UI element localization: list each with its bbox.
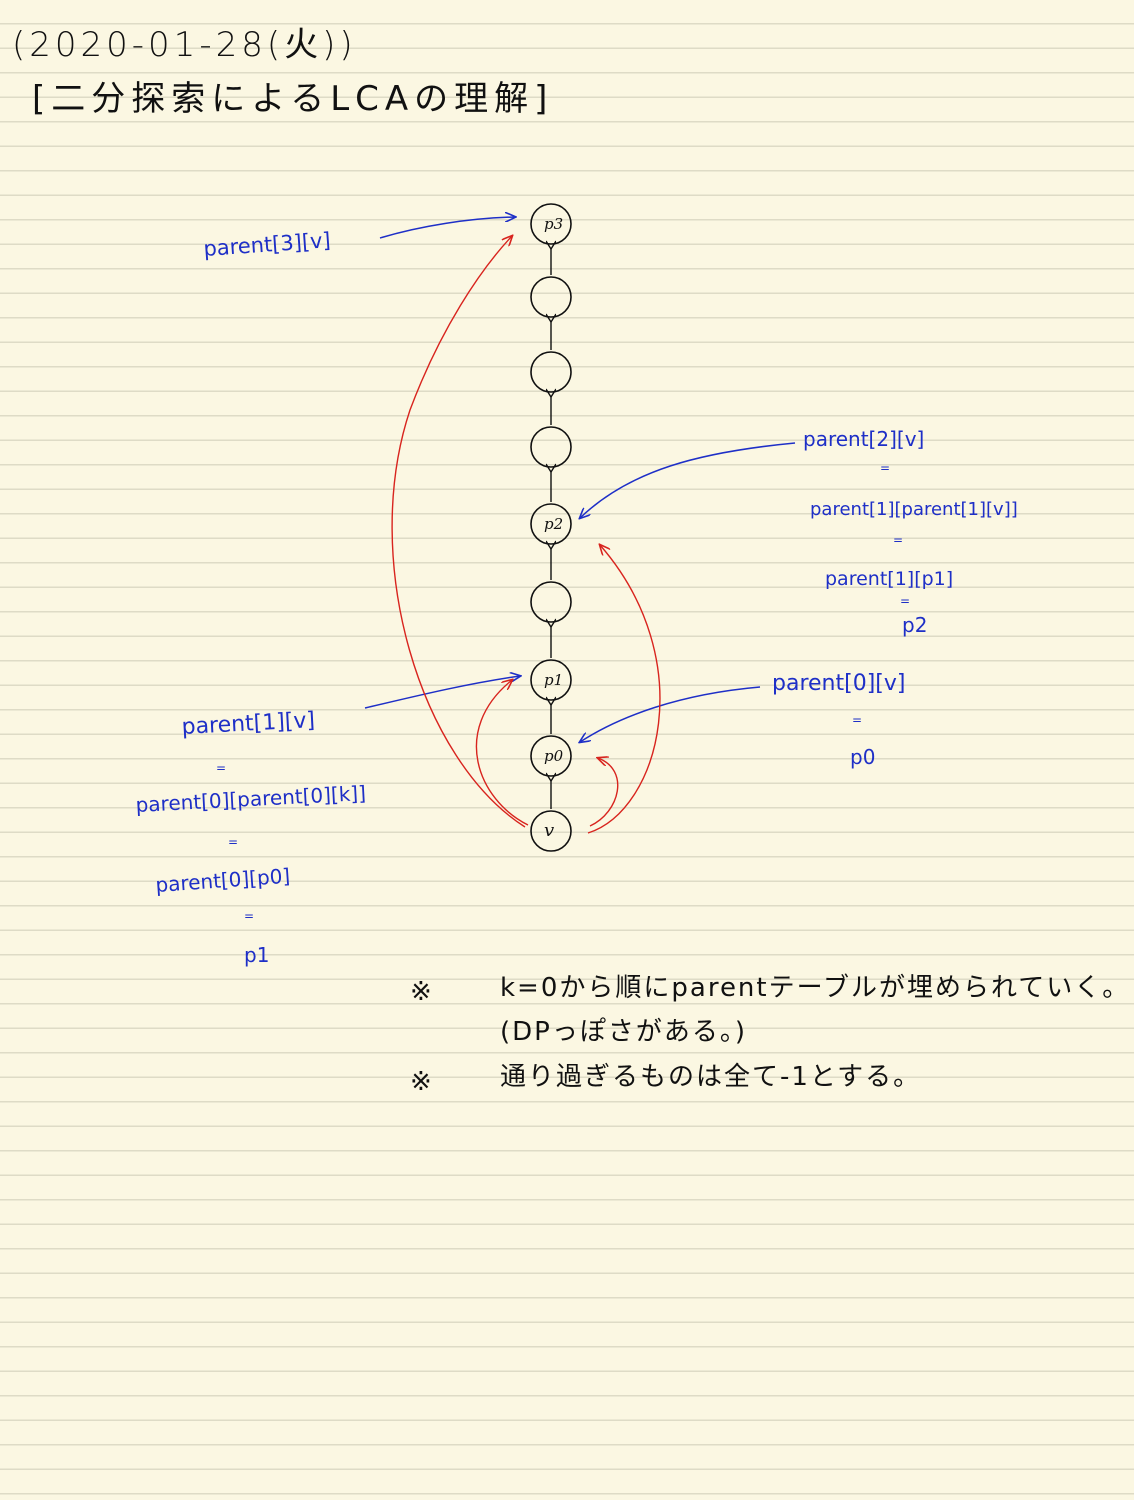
label-parent1-eq3: = [244, 909, 254, 923]
label-parent0-result: p0 [850, 745, 875, 769]
label-parent0-eq: = [852, 713, 862, 727]
tree-node-p1 [530, 659, 572, 701]
label-parent0: parent[0][v] [772, 671, 905, 696]
arrow-parent2-to-p2 [580, 442, 796, 518]
arrow-parent0-to-p0 [580, 686, 761, 742]
label-parent2-step1: parent[1][parent[1][v]] [810, 499, 1018, 520]
tree-node-p0 [530, 735, 572, 777]
note-line-1: k=0から順にparentテーブルが埋められていく。 [500, 973, 1130, 1003]
tree-node-3 [530, 426, 572, 468]
tree-node-p3 [530, 203, 572, 245]
label-parent2-eq: = [880, 461, 890, 475]
note-title: [二分探索によるLCAの理解] [32, 79, 554, 119]
label-parent2-eq2: = [893, 533, 903, 547]
tree-node-1 [530, 276, 572, 318]
tree-node-label-v: v [544, 820, 554, 841]
label-parent1-step2: parent[0][p0] [155, 864, 291, 897]
label-parent2-step2: parent[1][p1] [825, 568, 953, 590]
label-parent2-result: p2 [902, 613, 927, 637]
jump-v-to-p3 [391, 236, 526, 828]
label-parent2: parent[2][v] [803, 427, 924, 451]
note-date: (2020-01-28(火)) [12, 25, 357, 65]
tree-node-label-p0: p0 [544, 747, 564, 765]
note-mark-1: ※ [410, 977, 432, 1007]
jump-v-to-p2 [587, 545, 661, 834]
tree-node-v [530, 810, 572, 852]
note-mark-2: ※ [410, 1067, 432, 1097]
label-parent1-eq: = [216, 761, 226, 775]
label-parent2-eq3: = [900, 594, 910, 608]
tree-node-p2 [530, 503, 572, 545]
arrow-parent1-to-p1 [364, 676, 520, 709]
label-parent1-step1: parent[0][parent[0][k]] [135, 781, 367, 817]
label-parent1-result: p1 [244, 943, 269, 967]
tree-node-5 [530, 581, 572, 623]
jump-v-to-p1 [475, 680, 529, 826]
note-line-2: (DPっぽさがある。) [500, 1017, 747, 1047]
tree-nodes: p3 p2 p1 p0 v [530, 203, 572, 852]
tree-node-label-p1: p1 [544, 671, 563, 689]
label-parent3: parent[3][v] [203, 228, 332, 261]
tree-node-label-p3: p3 [544, 215, 563, 233]
label-parent1-eq2: = [228, 835, 238, 849]
note-line-3: 通り過ぎるものは全て-1とする。 [500, 1062, 921, 1092]
tree-node-label-p2: p2 [544, 515, 563, 533]
label-parent1: parent[1][v] [181, 708, 316, 740]
arrow-parent3-to-p3 [379, 217, 515, 239]
jump-v-to-p0 [589, 758, 619, 827]
tree-node-2 [530, 351, 572, 393]
